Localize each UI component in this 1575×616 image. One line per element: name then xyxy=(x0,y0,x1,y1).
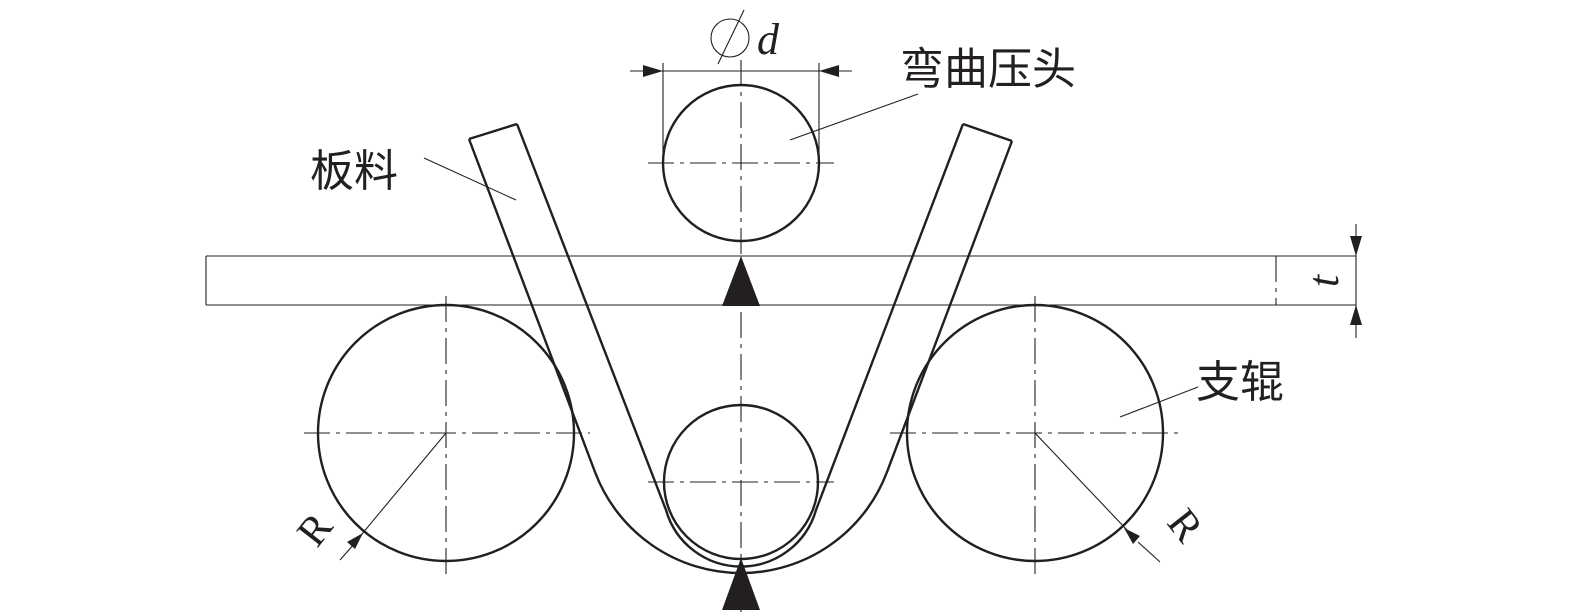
flat-sheet xyxy=(205,255,1356,306)
callout-roller: 支辊 xyxy=(1119,357,1284,418)
radius-left-leader xyxy=(356,432,447,541)
thickness-arrow-top xyxy=(1350,236,1362,256)
roller-right xyxy=(890,296,1178,575)
bent-sheet-right-end xyxy=(962,122,1013,143)
roller-left xyxy=(304,296,590,575)
thickness-label: t xyxy=(1299,273,1348,287)
bent-sheet-left-end xyxy=(468,122,518,141)
diameter-arrow-right xyxy=(819,65,839,77)
radius-right-leader xyxy=(1034,432,1128,531)
callout-sheet-leader xyxy=(423,157,517,201)
radius-left-arrowhead xyxy=(347,533,363,549)
diameter-label: d xyxy=(757,15,780,64)
callout-punch: 弯曲压头 xyxy=(789,44,1076,141)
callout-sheet-label: 板料 xyxy=(310,146,398,197)
thickness-dimension: t xyxy=(1299,224,1362,338)
radius-left-arrow-shaft xyxy=(339,543,355,561)
callout-roller-label: 支辊 xyxy=(1196,357,1284,408)
radius-right-label: R xyxy=(1158,501,1211,551)
thickness-arrow-bottom xyxy=(1350,305,1362,325)
diameter-symbol-circle xyxy=(710,18,750,58)
radius-left-label: R xyxy=(289,505,342,555)
radius-left: R xyxy=(289,432,447,561)
radius-right-arrowhead xyxy=(1124,528,1140,544)
callout-roller-leader xyxy=(1119,386,1199,418)
callout-punch-label: 弯曲压头 xyxy=(900,44,1076,95)
callout-sheet: 板料 xyxy=(310,146,517,201)
diameter-symbol-slash xyxy=(717,9,745,65)
radius-right-arrow-shaft xyxy=(1137,541,1161,563)
radius-right: R xyxy=(1034,432,1211,563)
bent-sheet-inner xyxy=(515,123,965,568)
diameter-symbol xyxy=(710,9,750,65)
diameter-dimension: d xyxy=(630,9,852,163)
diameter-arrow-left xyxy=(643,65,663,77)
contact-marker-bottom xyxy=(722,558,760,610)
callout-punch-leader xyxy=(789,93,919,141)
contact-marker-top xyxy=(722,256,760,306)
